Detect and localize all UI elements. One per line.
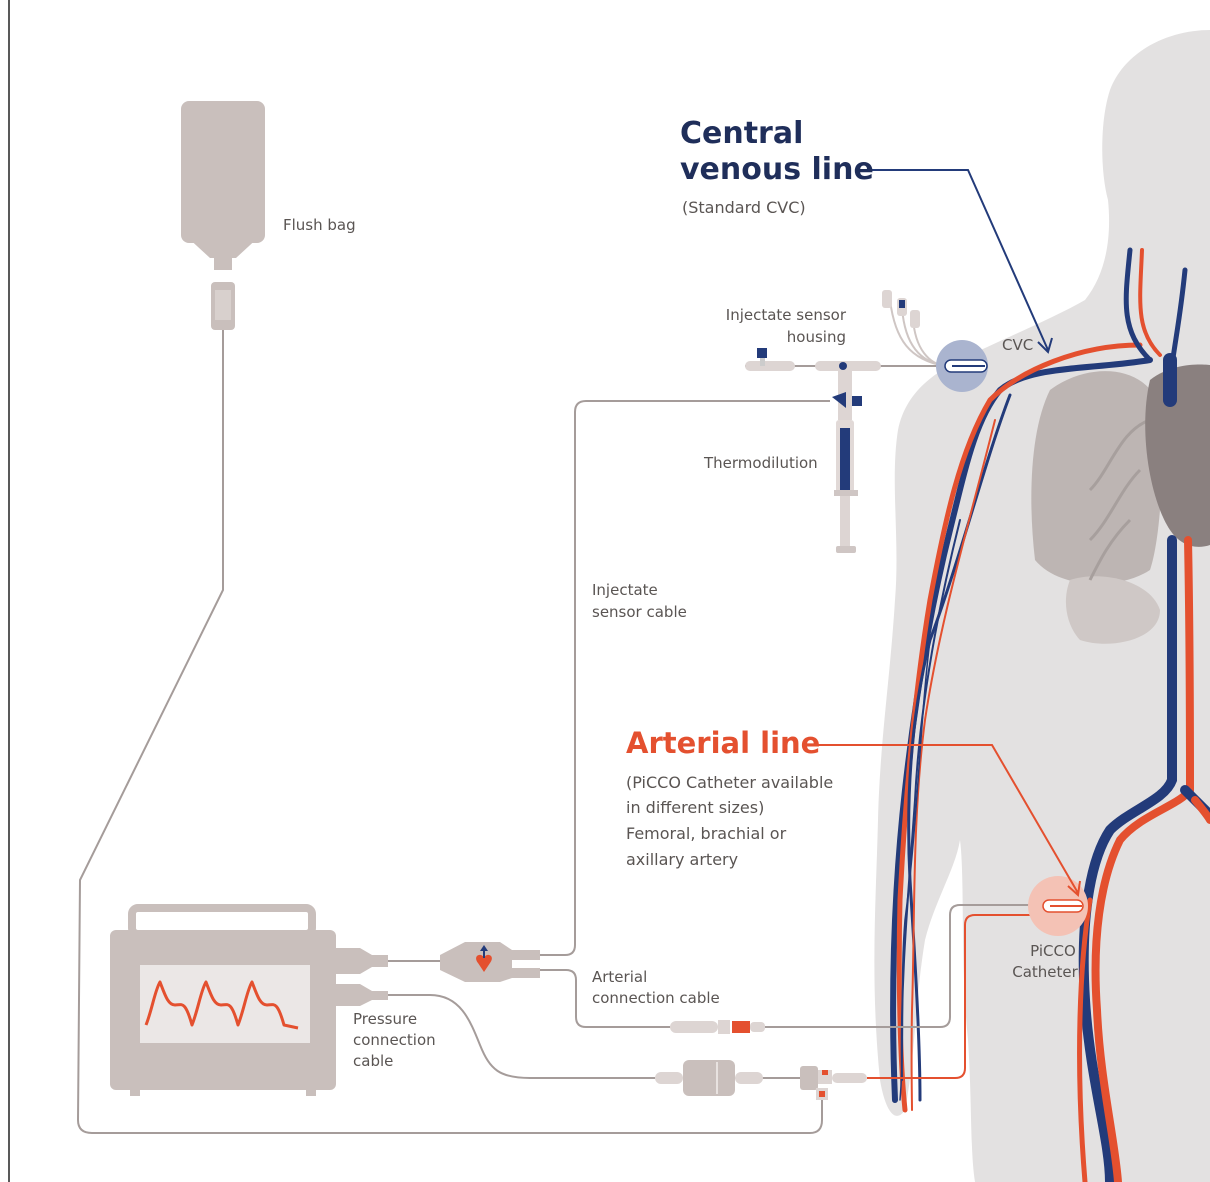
label-flush-bag: Flush bag <box>283 216 356 234</box>
arterial-sub-line3: Femoral, brachial or <box>626 824 787 843</box>
central-venous-pointer <box>864 170 1052 352</box>
label-injectate-cable-line1: Injectate <box>592 581 658 599</box>
arterial-sub-line4: axillary artery <box>626 850 738 869</box>
heart-connector <box>440 942 540 982</box>
label-pressure-cable-line2: connection <box>353 1031 436 1049</box>
pressure-transducer <box>655 1060 867 1100</box>
label-injectate-cable-line2: sensor cable <box>592 603 687 621</box>
label-injectate-housing-line2: housing <box>787 328 846 346</box>
label-thermodilution: Thermodilution <box>703 454 818 472</box>
human-body-silhouette <box>874 30 1210 1182</box>
label-picco-line2: Catheter <box>1012 963 1078 981</box>
label-picco-line1: PiCCO <box>1030 942 1076 960</box>
flush-bag <box>181 101 265 330</box>
arterial-sub-line1: (PiCCO Catheter available <box>626 773 833 792</box>
injectate-sensor-cable <box>540 401 830 955</box>
arterial-cable-plug <box>670 1020 765 1034</box>
cvc-insertion <box>936 340 988 392</box>
label-arterial-cable-line2: connection cable <box>592 989 720 1007</box>
thermodilution-syringe <box>832 370 862 553</box>
label-pressure-cable-line1: Pressure <box>353 1010 417 1028</box>
pressure-connection-cable <box>388 995 800 1078</box>
arterial-sub-line2: in different sizes) <box>626 798 764 817</box>
label-pressure-cable-line3: cable <box>353 1052 393 1070</box>
central-venous-title-line1: Central <box>680 116 803 151</box>
picco-monitor <box>110 908 388 1096</box>
arterial-line-title: Arterial line <box>626 726 820 760</box>
central-venous-subtitle: (Standard CVC) <box>682 198 806 217</box>
central-venous-title-line2: venous line <box>680 152 874 187</box>
label-cvc: CVC <box>1002 336 1033 354</box>
label-arterial-cable-line1: Arterial <box>592 968 647 986</box>
label-injectate-housing-line1: Injectate sensor <box>726 306 847 324</box>
